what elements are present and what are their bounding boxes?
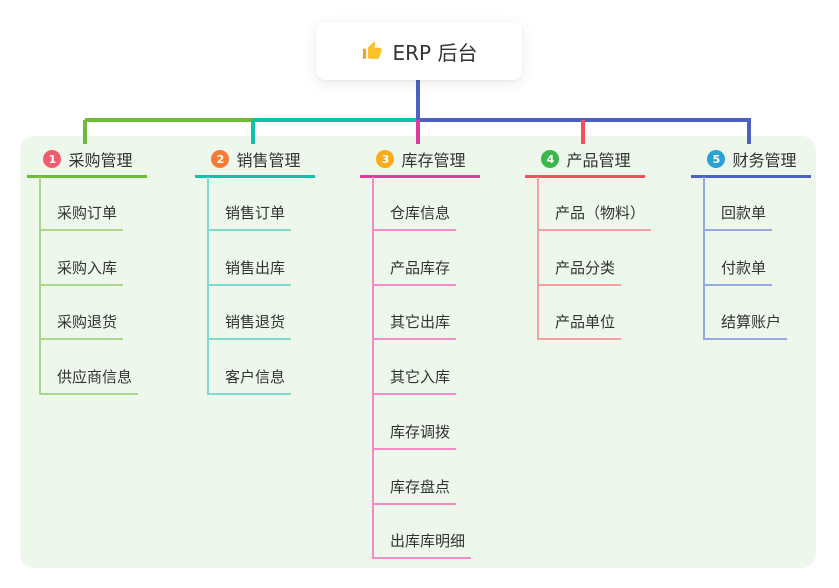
child-node-row: 产品单位 xyxy=(537,312,622,340)
child-node[interactable]: 其它入库 xyxy=(372,368,457,395)
child-node[interactable]: 采购退货 xyxy=(39,313,124,340)
child-node[interactable]: 销售订单 xyxy=(207,204,292,231)
branch-number-badge: 5 xyxy=(707,150,726,168)
branch-node-3[interactable]: 3 库存管理 xyxy=(351,146,491,172)
connector-drop-line xyxy=(83,120,87,144)
child-node-row: 采购订单 xyxy=(39,203,124,231)
branch-number-badge: 3 xyxy=(376,150,395,168)
child-node[interactable]: 产品库存 xyxy=(372,259,457,286)
child-node-row: 回款单 xyxy=(703,203,773,231)
child-node[interactable]: 回款单 xyxy=(703,204,773,231)
connector-drop-line xyxy=(251,120,255,144)
branch-label: 采购管理 xyxy=(68,151,133,170)
branch-trunk-line xyxy=(207,177,209,395)
child-node-row: 付款单 xyxy=(703,258,773,286)
connector-drop-line xyxy=(416,120,420,144)
child-node[interactable]: 产品单位 xyxy=(537,313,622,340)
root-node[interactable]: ERP 后台 xyxy=(316,22,522,80)
branches-panel xyxy=(20,136,816,568)
branch-node-1[interactable]: 1 采购管理 xyxy=(18,146,158,172)
child-node[interactable]: 库存调拨 xyxy=(372,423,457,450)
child-node-row: 供应商信息 xyxy=(39,367,139,395)
child-node-row: 其它入库 xyxy=(372,367,457,395)
branch-underline xyxy=(195,175,315,178)
child-node[interactable]: 结算账户 xyxy=(703,313,788,340)
child-node[interactable]: 销售退货 xyxy=(207,313,292,340)
connector-drop-line xyxy=(747,120,751,144)
child-node[interactable]: 销售出库 xyxy=(207,259,292,286)
branch-trunk-line xyxy=(372,177,374,559)
child-node-row: 采购退货 xyxy=(39,312,124,340)
branch-label: 产品管理 xyxy=(566,151,631,170)
child-node[interactable]: 产品（物料） xyxy=(537,204,652,231)
branch-label: 财务管理 xyxy=(732,151,797,170)
child-node-row: 其它出库 xyxy=(372,312,457,340)
root-connector-line xyxy=(416,80,420,122)
branch-number-badge: 1 xyxy=(43,150,62,168)
child-node[interactable]: 其它出库 xyxy=(372,313,457,340)
branch-trunk-line xyxy=(703,177,705,340)
branch-number-badge: 2 xyxy=(211,150,230,168)
branch-trunk-line xyxy=(39,177,41,395)
child-node[interactable]: 采购入库 xyxy=(39,259,124,286)
branch-underline xyxy=(525,175,645,178)
child-node[interactable]: 客户信息 xyxy=(207,368,292,395)
child-node-row: 产品分类 xyxy=(537,258,622,286)
child-node[interactable]: 采购订单 xyxy=(39,204,124,231)
child-node[interactable]: 产品分类 xyxy=(537,259,622,286)
branch-node-2[interactable]: 2 销售管理 xyxy=(186,146,326,172)
child-node-row: 仓库信息 xyxy=(372,203,457,231)
child-node-row: 出库库明细 xyxy=(372,531,472,559)
connector-bus-segment xyxy=(85,118,257,122)
child-node-row: 销售退货 xyxy=(207,312,292,340)
child-node-row: 库存盘点 xyxy=(372,477,457,505)
branch-underline xyxy=(360,175,480,178)
root-title: ERP 后台 xyxy=(392,40,478,65)
child-node[interactable]: 付款单 xyxy=(703,259,773,286)
child-node-row: 产品（物料） xyxy=(537,203,652,231)
connector-drop-line xyxy=(581,120,585,144)
connector-bus-segment xyxy=(253,118,420,122)
branch-label: 销售管理 xyxy=(236,151,301,170)
branch-node-5[interactable]: 5 财务管理 xyxy=(682,146,822,172)
branch-trunk-line xyxy=(537,177,539,340)
branch-underline xyxy=(27,175,147,178)
child-node[interactable]: 仓库信息 xyxy=(372,204,457,231)
child-node-row: 产品库存 xyxy=(372,258,457,286)
child-node[interactable]: 出库库明细 xyxy=(372,532,472,559)
branch-node-4[interactable]: 4 产品管理 xyxy=(516,146,656,172)
child-node-row: 结算账户 xyxy=(703,312,788,340)
thumbs-up-icon xyxy=(361,40,383,62)
branch-underline xyxy=(691,175,811,178)
child-node-row: 采购入库 xyxy=(39,258,124,286)
child-node-row: 销售订单 xyxy=(207,203,292,231)
branch-label: 库存管理 xyxy=(401,151,466,170)
child-node-row: 库存调拨 xyxy=(372,422,457,450)
child-node-row: 客户信息 xyxy=(207,367,292,395)
branch-number-badge: 4 xyxy=(541,150,560,168)
child-node[interactable]: 供应商信息 xyxy=(39,368,139,395)
child-node-row: 销售出库 xyxy=(207,258,292,286)
child-node[interactable]: 库存盘点 xyxy=(372,478,457,505)
